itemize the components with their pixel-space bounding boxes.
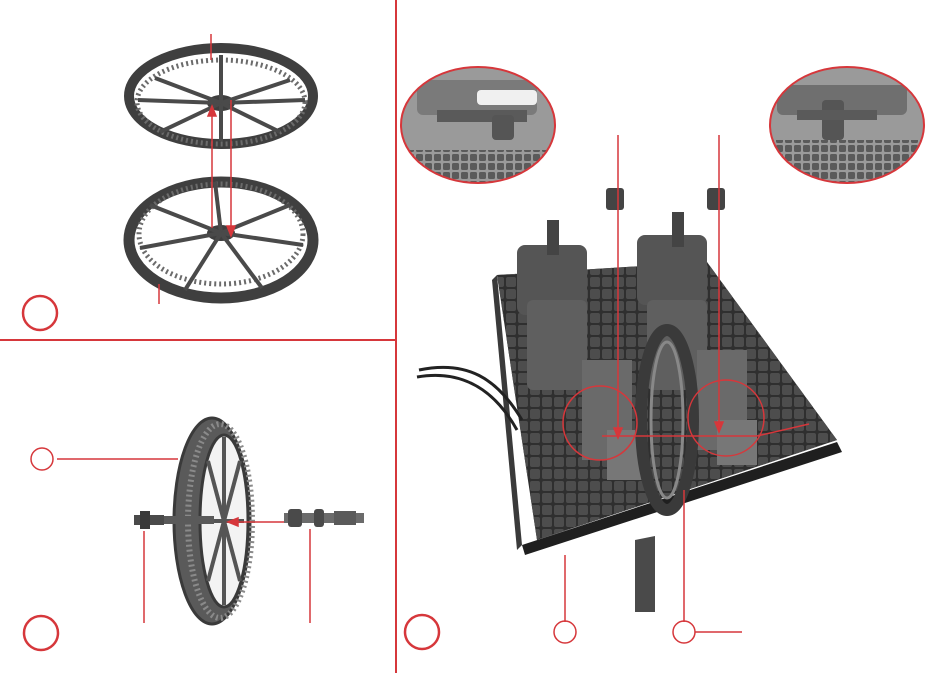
step-number-bubble [405,615,439,649]
small-bracket-parts [606,188,725,210]
zoom-bubble-left [397,60,567,190]
step-number-bubble [23,296,57,330]
engine-mount-illustration [397,0,950,673]
step-number-bubble [24,616,58,650]
panel-engine-mount [397,0,950,673]
callout-bubble-base-plate [554,621,576,643]
callout-bubble-wheel [31,448,53,470]
lower-gear-wheel [129,182,313,298]
axle-assembly-illustration [0,341,395,673]
assembly-arrows [159,34,235,304]
panel-axle-assembly [0,341,395,673]
zoom-bubble-right [767,60,927,190]
upper-gear-wheel [129,48,313,144]
panel-wheel-halves [0,0,395,339]
wheel-halves-illustration [0,0,395,339]
callout-bubble-flywheel [673,621,695,643]
